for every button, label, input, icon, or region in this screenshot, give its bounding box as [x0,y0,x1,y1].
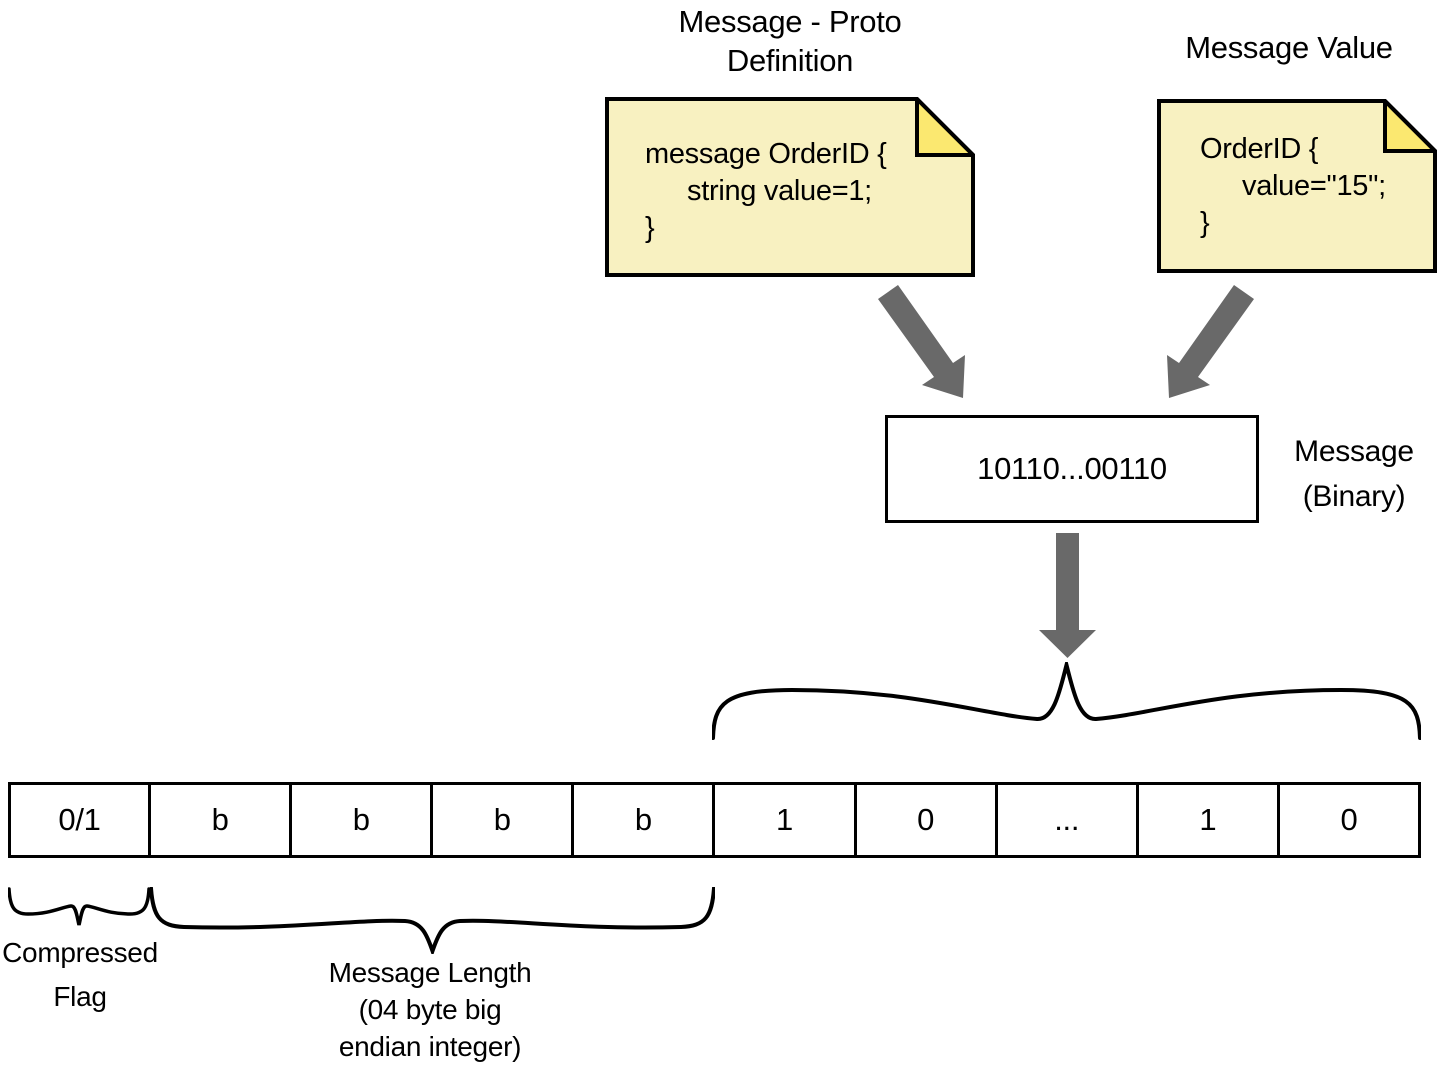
proto-note-icon [605,97,975,277]
frame-cell-length-byte-2: b [289,785,430,855]
message-length-label-line3: endian integer) [338,1031,522,1062]
compressed-flag-brace [8,887,150,926]
proto-note-title: Message - Proto Definition [580,2,1000,80]
binary-box-label-line1: Message [1294,435,1414,468]
message-length-label: Message Length (04 byte big endian integ… [250,954,610,1065]
message-length-label-line1: Message Length [328,957,532,988]
binary-bits: 10110...00110 [977,451,1167,486]
frame-cell-compressed-flag: 0/1 [58,802,101,837]
binary-message-box: 10110...00110 [885,415,1259,523]
proto-note-title-line2: Definition [726,43,854,78]
frame-cell-bit-2: 0 [853,785,995,855]
binary-to-frame-arrow-icon [1039,533,1096,658]
proto-code-line3: } [645,212,655,244]
frame-cell-bit-1: 1 [712,785,853,855]
message-length-label-line2: (04 byte big [358,994,502,1025]
message-length-brace [150,887,715,954]
frame-cell-length-byte-4: b [571,785,712,855]
value-code-line3: } [1200,207,1210,239]
proto-note-title-line1: Message - Proto [678,4,902,39]
binary-box-label-line2: (Binary) [1302,480,1406,513]
compressed-flag-label-line2: Flag [53,981,107,1012]
frame-cell-bit-4: 0 [1276,785,1418,855]
byte-frame-row: 0/1 b b b b 1 0 ... 1 0 [8,782,1421,858]
binary-box-label: Message (Binary) [1283,429,1425,519]
proto-code-line2: string value=1; [687,175,872,207]
value-note-icon [1157,99,1437,273]
value-code-line2: value="15"; [1242,170,1386,202]
frame-cell-ellipsis: ... [994,785,1136,855]
value-to-binary-arrow-icon [1167,285,1254,398]
message-span-brace [712,662,1421,740]
value-note-title: Message Value [1185,30,1393,65]
value-code-line1: OrderID { [1200,133,1319,165]
proto-code-line1: message OrderID { [645,138,887,170]
compressed-flag-label-line1: Compressed [2,937,158,968]
proto-to-binary-arrow-icon [878,285,965,398]
frame-cell-bit-3: 1 [1135,785,1277,855]
compressed-flag-label: Compressed Flag [0,931,160,1019]
frame-cell-length-byte-3: b [430,785,571,855]
frame-cell-length-byte-1: b [148,785,289,855]
